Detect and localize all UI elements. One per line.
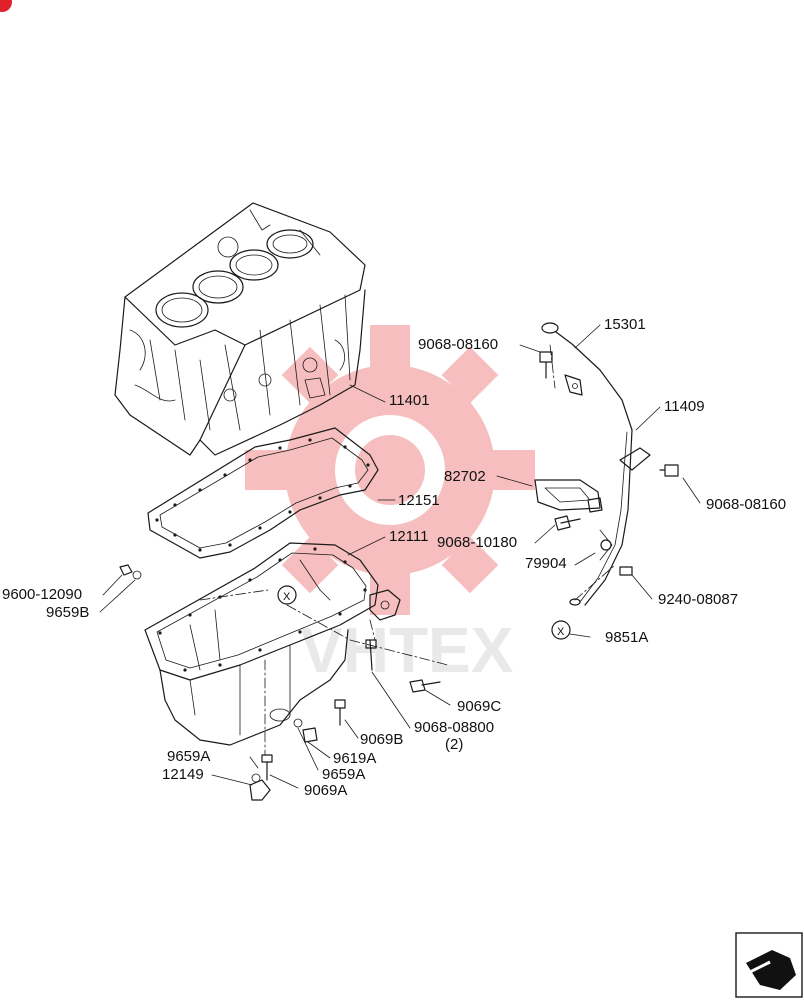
callout-9600-12090: 9600-12090: [2, 586, 82, 603]
callout-12149: 12149: [162, 766, 204, 783]
oil-pan: [144, 542, 401, 746]
callout-11401: 11401: [389, 392, 430, 409]
oil-pan-gasket: [147, 427, 379, 559]
callout-9851A: 9851A: [605, 629, 648, 646]
reference-x-mark-2: [551, 620, 571, 640]
callout-9068-08800: 9068-08800: [414, 719, 494, 736]
callout-12111: 12111: [389, 528, 429, 545]
callout-11409: 11409: [664, 398, 705, 415]
callout-9659B: 9659B: [46, 604, 89, 621]
callout-9619A: 9619A: [333, 750, 376, 767]
callout-82702: 82702: [444, 468, 486, 485]
reference-x-label: X: [283, 591, 291, 603]
corner-logo-dot: [0, 0, 12, 12]
callout-79904: 79904: [525, 555, 567, 572]
engine-block: [114, 202, 366, 456]
callout-9069C: 9069C: [457, 698, 501, 715]
watermark-text: VHTEX: [300, 614, 514, 686]
mounting-bracket: [534, 351, 679, 531]
next-page-arrow-icon[interactable]: [735, 932, 803, 998]
callout-9659A-left: 9659A: [167, 748, 210, 765]
reference-x-mark: [277, 585, 297, 605]
assembly-centerlines: [199, 344, 616, 756]
part-callouts: 11401 12151 12111 15301 11409 82702 9068…: [2, 316, 786, 799]
callout-9069A: 9069A: [304, 782, 347, 799]
callout-9240-08087: 9240-08087: [658, 591, 738, 608]
reference-x-label-2: X: [557, 626, 565, 638]
callout-9068-08160-upper: 9068-08160: [418, 336, 498, 353]
watermark: VHTEX: [245, 325, 535, 686]
dipstick-assembly: [541, 322, 651, 606]
callout-12151: 12151: [398, 492, 440, 509]
callout-15301: 15301: [604, 316, 646, 333]
callout-9069B: 9069B: [360, 731, 403, 748]
callout-9659A-right: 9659A: [322, 766, 365, 783]
leader-lines: [99, 324, 701, 789]
callout-9068-10180: 9068-10180: [437, 534, 517, 551]
callout-9068-08800-qty: (2): [445, 736, 463, 753]
callout-9068-08160-right: 9068-08160: [706, 496, 786, 513]
